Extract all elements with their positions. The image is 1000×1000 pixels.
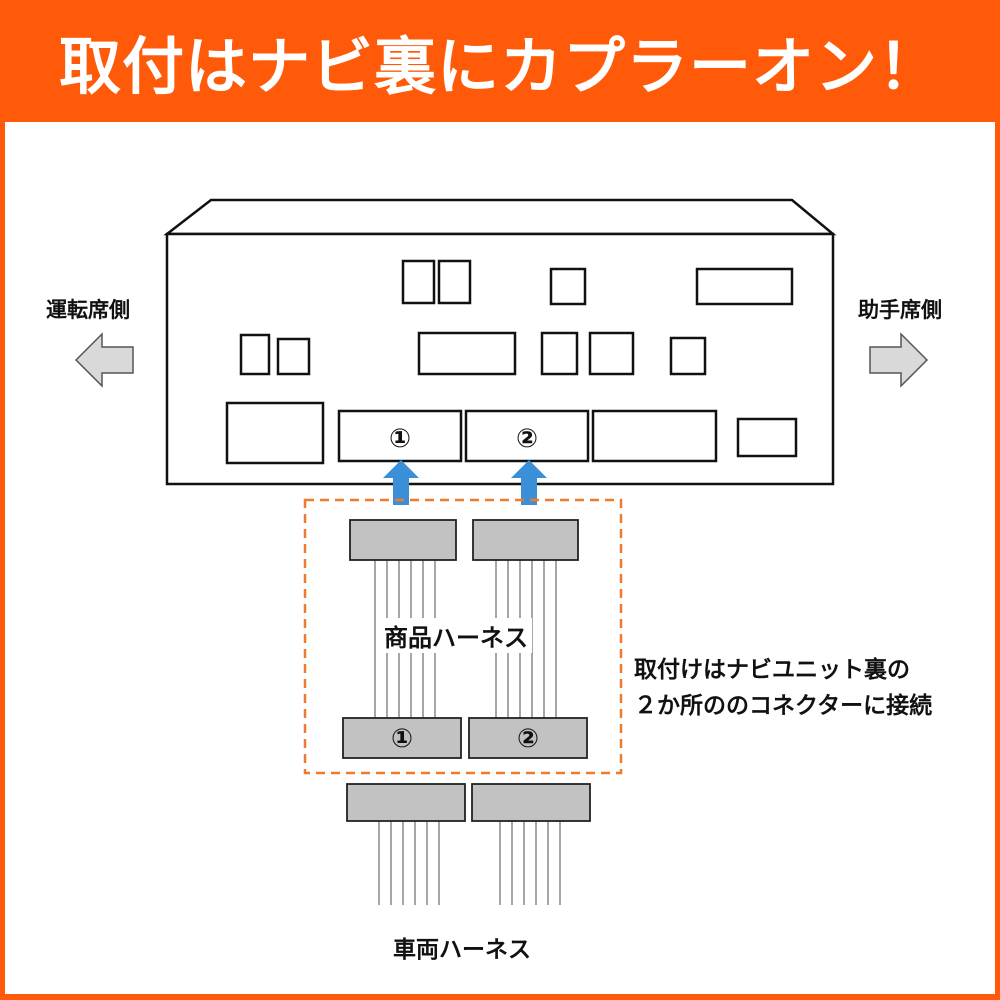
- nav-unit-top: [163, 198, 837, 236]
- product-harness-box: [303, 498, 623, 775]
- harness-port-1-label: ①: [391, 724, 413, 754]
- nav-port-2-label: ②: [516, 424, 538, 454]
- left-arrow-icon: [74, 332, 134, 388]
- installation-note-line1: 取付けはナビユニット裏の: [634, 657, 910, 683]
- nav-port-2: [464, 409, 590, 463]
- harness-port-2-label: ②: [517, 724, 539, 754]
- right-arrow-icon: [869, 332, 929, 388]
- installation-note: 取付けはナビユニット裏の ２か所ののコネクターに接続: [634, 652, 932, 724]
- driver-side-label: 運転席側: [46, 298, 130, 322]
- vehicle-harness-wires: [378, 821, 561, 905]
- connect-arrow-icon-1: [383, 460, 419, 505]
- banner-title: 取付はナビ裏にカプラーオン！: [58, 30, 941, 103]
- vehicle-harness-label: 車両ハーネス: [393, 937, 531, 963]
- connect-arrow-icon-2: [511, 460, 547, 505]
- passenger-side-label: 助手席側: [858, 298, 942, 322]
- product-harness-label: 商品ハーネス: [380, 618, 532, 653]
- product-harness-connectors: [342, 519, 588, 759]
- nav-port-1: [337, 409, 463, 463]
- installation-note-line2: ２か所ののコネクターに接続: [634, 693, 933, 719]
- nav-port-1-label: ①: [389, 424, 411, 454]
- vehicle-harness-connectors: [346, 783, 591, 822]
- nav-unit-slots: [225, 259, 798, 465]
